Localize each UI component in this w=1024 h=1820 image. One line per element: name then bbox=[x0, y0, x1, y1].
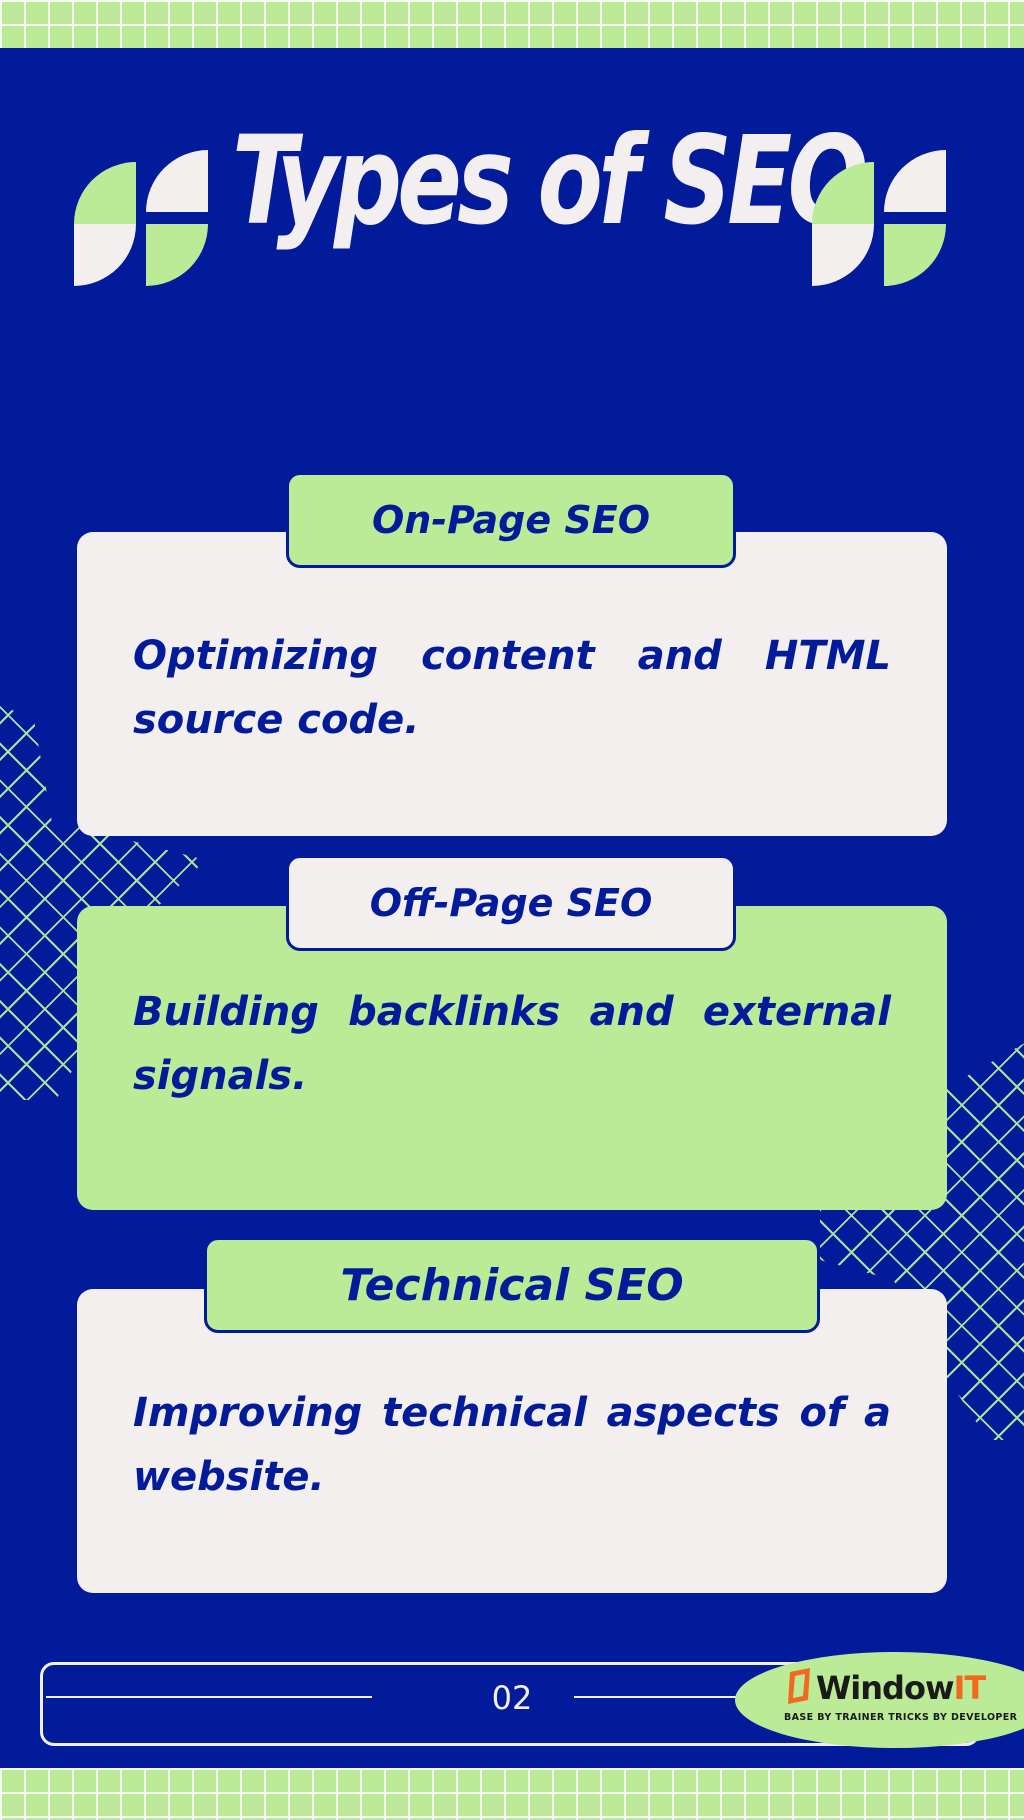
window-logo-icon bbox=[788, 1668, 810, 1704]
page-title: Types of SEO bbox=[232, 110, 868, 252]
card-description: Improving technical aspects of a website… bbox=[133, 1390, 891, 1500]
top-grid-band bbox=[0, 0, 1024, 48]
card-tab-off-page: Off-Page SEO bbox=[286, 855, 736, 951]
footer-divider bbox=[46, 1696, 372, 1698]
card-tab-technical: Technical SEO bbox=[204, 1237, 820, 1333]
brand-name: WindowIT bbox=[816, 1668, 987, 1708]
hero-header: Types of SEO bbox=[0, 100, 1024, 300]
card-tab-label: On-Page SEO bbox=[371, 498, 651, 542]
bottom-grid-band bbox=[0, 1768, 1024, 1820]
seo-card-technical: Improving technical aspects of a website… bbox=[77, 1289, 947, 1593]
seo-card-off-page: Building backlinks and external signals. bbox=[77, 906, 947, 1210]
s-logo-icon bbox=[812, 150, 946, 286]
seo-card-on-page: Optimizing content and HTML source code. bbox=[77, 532, 947, 836]
card-description: Building backlinks and external signals. bbox=[133, 989, 891, 1099]
card-tab-label: Technical SEO bbox=[340, 1259, 684, 1311]
brand-name-part1: Window bbox=[816, 1669, 954, 1707]
brand-badge bbox=[735, 1652, 1024, 1748]
card-tab-on-page: On-Page SEO bbox=[286, 472, 736, 568]
card-tab-label: Off-Page SEO bbox=[369, 881, 653, 925]
brand-tagline: BASE BY TRAINER TRICKS BY DEVELOPER bbox=[784, 1712, 1018, 1723]
page-number: 02 bbox=[491, 1679, 533, 1717]
footer-divider bbox=[574, 1696, 744, 1698]
s-logo-icon bbox=[74, 150, 208, 286]
brand-name-part2: IT bbox=[953, 1669, 987, 1707]
card-description: Optimizing content and HTML source code. bbox=[133, 633, 891, 743]
